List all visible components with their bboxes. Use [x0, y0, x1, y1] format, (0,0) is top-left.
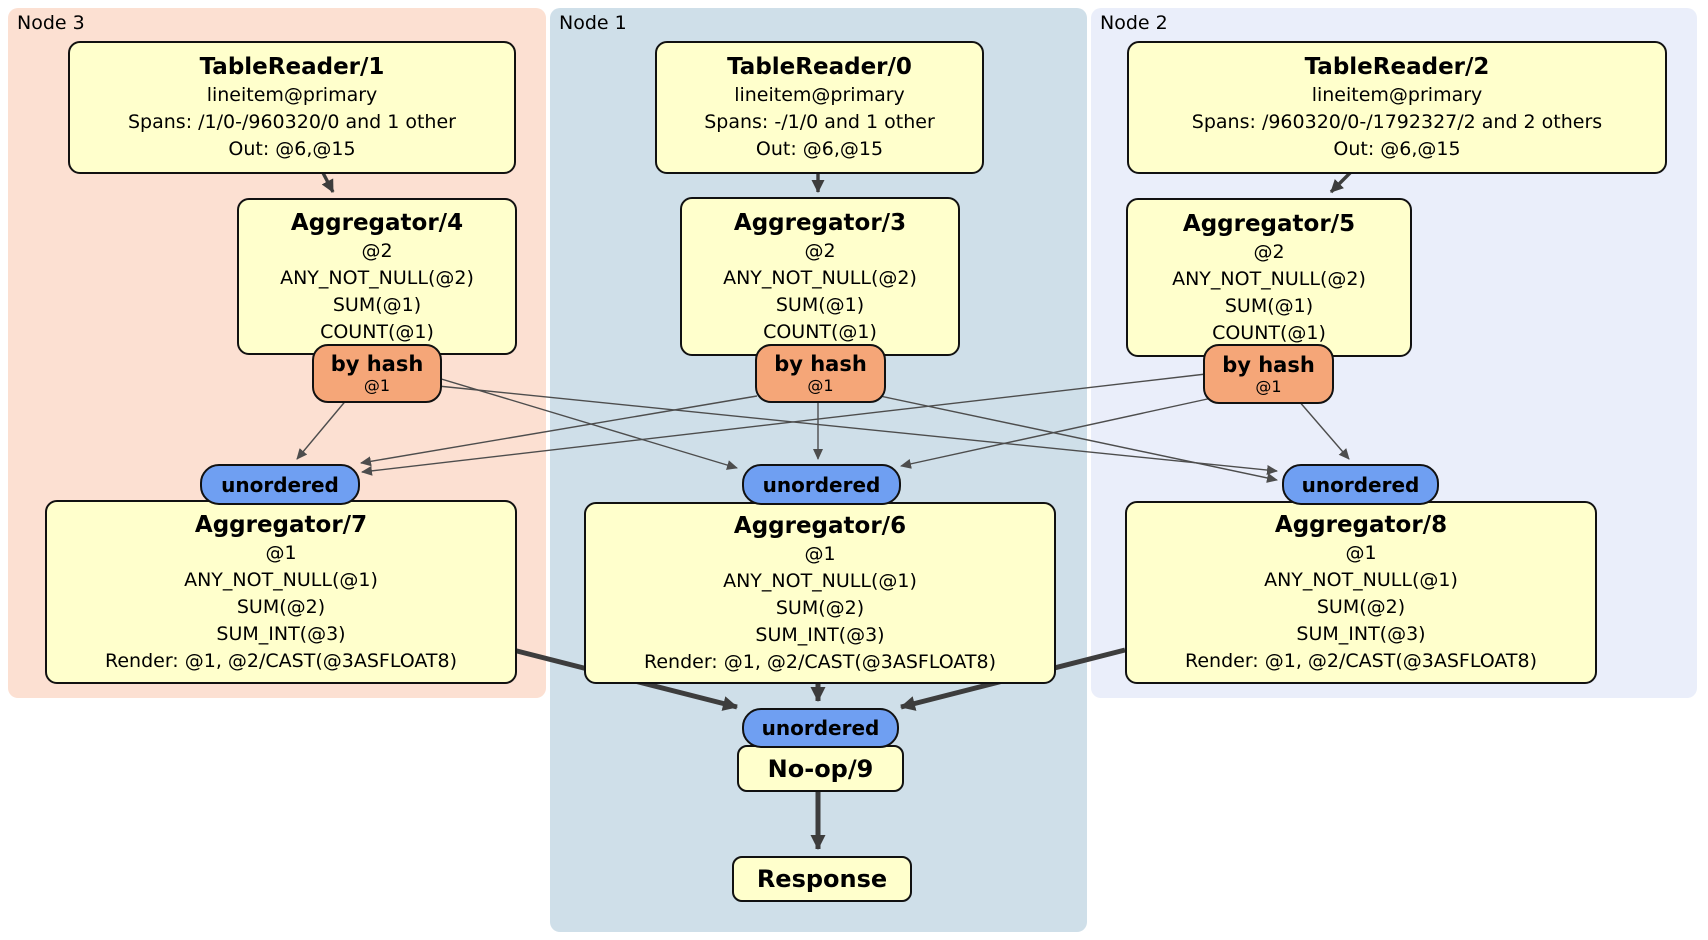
box-line: lineitem@primary: [734, 84, 905, 106]
box-line: @2: [361, 239, 393, 262]
aggregator5-box: Aggregator/5 @2 ANY_NOT_NULL(@2) SUM(@1)…: [1126, 198, 1412, 357]
box-line: @1: [1345, 542, 1377, 564]
flow-edge: [360, 395, 758, 467]
flow-edge: [296, 397, 349, 460]
box-line: lineitem@primary: [206, 84, 378, 106]
byhash4-sub: @1: [363, 376, 391, 395]
aggregator7-box: Aggregator/7 @1 ANY_NOT_NULL(@1) SUM(@2)…: [45, 500, 517, 684]
box-line: ANY_NOT_NULL(@2): [723, 266, 917, 289]
byhash3-label: by hash: [774, 352, 867, 376]
aggregator8-title: Aggregator/8: [1274, 512, 1448, 538]
noop9-box: No-op/9: [737, 745, 904, 792]
byhash5-sub: @1: [1255, 376, 1282, 396]
box-line: SUM(@2): [236, 595, 326, 618]
box-line: Render: @1, @2/CAST(@3ASFLOAT8): [105, 649, 457, 672]
box-line: ANY_NOT_NULL(@2): [1172, 267, 1366, 290]
aggregator8-box: Aggregator/8 @1 ANY_NOT_NULL(@1) SUM(@2)…: [1125, 501, 1597, 684]
response-box: Response: [732, 856, 912, 902]
box-line: @2: [1253, 240, 1285, 263]
tablereader2-box: TableReader/2 lineitem@primary Spans: /9…: [1127, 41, 1667, 174]
aggregator3-title: Aggregator/3: [733, 209, 907, 236]
aggregator4-box: Aggregator/4 @2 ANY_NOT_NULL(@2) SUM(@1)…: [237, 198, 517, 355]
flow-edge: [900, 397, 1213, 469]
byhash5-label: by hash: [1222, 352, 1315, 377]
box-line: @1: [265, 541, 297, 564]
box-line: SUM_INT(@3): [1296, 623, 1426, 645]
box-line: SUM(@1): [775, 293, 865, 316]
box-line: Out: @6,@15: [755, 138, 884, 160]
box-line: Out: @6,@15: [1333, 138, 1461, 160]
box-line: @1: [804, 542, 836, 565]
box-line: Out: @6,@15: [228, 138, 356, 160]
box-line: Spans: /960320/0-/1792327/2 and 2 others: [1191, 111, 1603, 133]
aggregator6-box: Aggregator/6 @1 ANY_NOT_NULL(@1) SUM(@2)…: [584, 502, 1056, 684]
box-line: ANY_NOT_NULL(@1): [723, 569, 917, 592]
box-line: COUNT(@1): [763, 320, 877, 343]
tablereader0-title: TableReader/0: [727, 54, 912, 80]
box-line: SUM(@2): [775, 596, 865, 619]
unordered7-label: unordered: [221, 472, 339, 497]
box-line: @2: [804, 239, 836, 262]
box-line: ANY_NOT_NULL(@1): [1264, 569, 1458, 591]
flow-edge: [437, 385, 1278, 475]
box-line: COUNT(@1): [320, 320, 434, 343]
node3-region-label: Node 3: [17, 12, 85, 34]
aggregator7-title: Aggregator/7: [194, 511, 368, 538]
byhash5-router: by hash @1: [1203, 344, 1334, 404]
unordered9-label: unordered: [761, 716, 880, 740]
box-line: ANY_NOT_NULL(@1): [184, 568, 378, 591]
noop9-title: No-op/9: [767, 754, 874, 783]
byhash3-router: by hash @1: [755, 344, 886, 403]
aggregator5-title: Aggregator/5: [1182, 210, 1356, 237]
tablereader1-box: TableReader/1 lineitem@primary Spans: /1…: [68, 41, 516, 174]
aggregator4-title: Aggregator/4: [290, 209, 464, 236]
unordered8-sync: unordered: [1282, 464, 1439, 505]
box-line: SUM_INT(@3): [216, 622, 346, 645]
flow-edge: [879, 395, 1278, 483]
tablereader2-title: TableReader/2: [1304, 54, 1490, 80]
unordered6-label: unordered: [762, 472, 881, 497]
node1-region-label: Node 1: [559, 12, 627, 34]
flow-edge: [320, 170, 335, 193]
flow-edge: [437, 377, 738, 470]
tablereader0-box: TableReader/0 lineitem@primary Spans: -/…: [655, 41, 984, 174]
tablereader1-title: TableReader/1: [199, 54, 385, 80]
box-line: lineitem@primary: [1311, 84, 1483, 106]
aggregator3-box: Aggregator/3 @2 ANY_NOT_NULL(@2) SUM(@1)…: [680, 197, 960, 356]
flow-edge: [1297, 399, 1350, 460]
flow-edge: [1329, 169, 1354, 194]
aggregator6-title: Aggregator/6: [733, 512, 907, 539]
byhash3-sub: @1: [807, 376, 834, 395]
node2-region-label: Node 2: [1100, 12, 1168, 34]
box-line: SUM_INT(@3): [755, 623, 885, 646]
box-line: ANY_NOT_NULL(@2): [280, 266, 474, 289]
box-line: SUM(@1): [332, 293, 422, 316]
byhash4-label: by hash: [330, 352, 424, 376]
box-line: Spans: -/1/0 and 1 other: [704, 111, 935, 133]
box-line: Spans: /1/0-/960320/0 and 1 other: [128, 111, 456, 133]
box-line: Render: @1, @2/CAST(@3ASFLOAT8): [1185, 650, 1537, 672]
box-line: SUM(@2): [1316, 596, 1406, 618]
box-line: SUM(@1): [1224, 294, 1314, 317]
unordered9-sync: unordered: [742, 708, 899, 748]
response-title: Response: [756, 865, 888, 893]
unordered6-sync: unordered: [742, 464, 901, 505]
box-line: COUNT(@1): [1212, 321, 1326, 344]
unordered7-sync: unordered: [200, 464, 360, 505]
box-line: Render: @1, @2/CAST(@3ASFLOAT8): [644, 650, 996, 673]
unordered8-label: unordered: [1301, 472, 1420, 497]
byhash4-router: by hash @1: [312, 344, 442, 403]
flow-edge: [361, 373, 1207, 476]
